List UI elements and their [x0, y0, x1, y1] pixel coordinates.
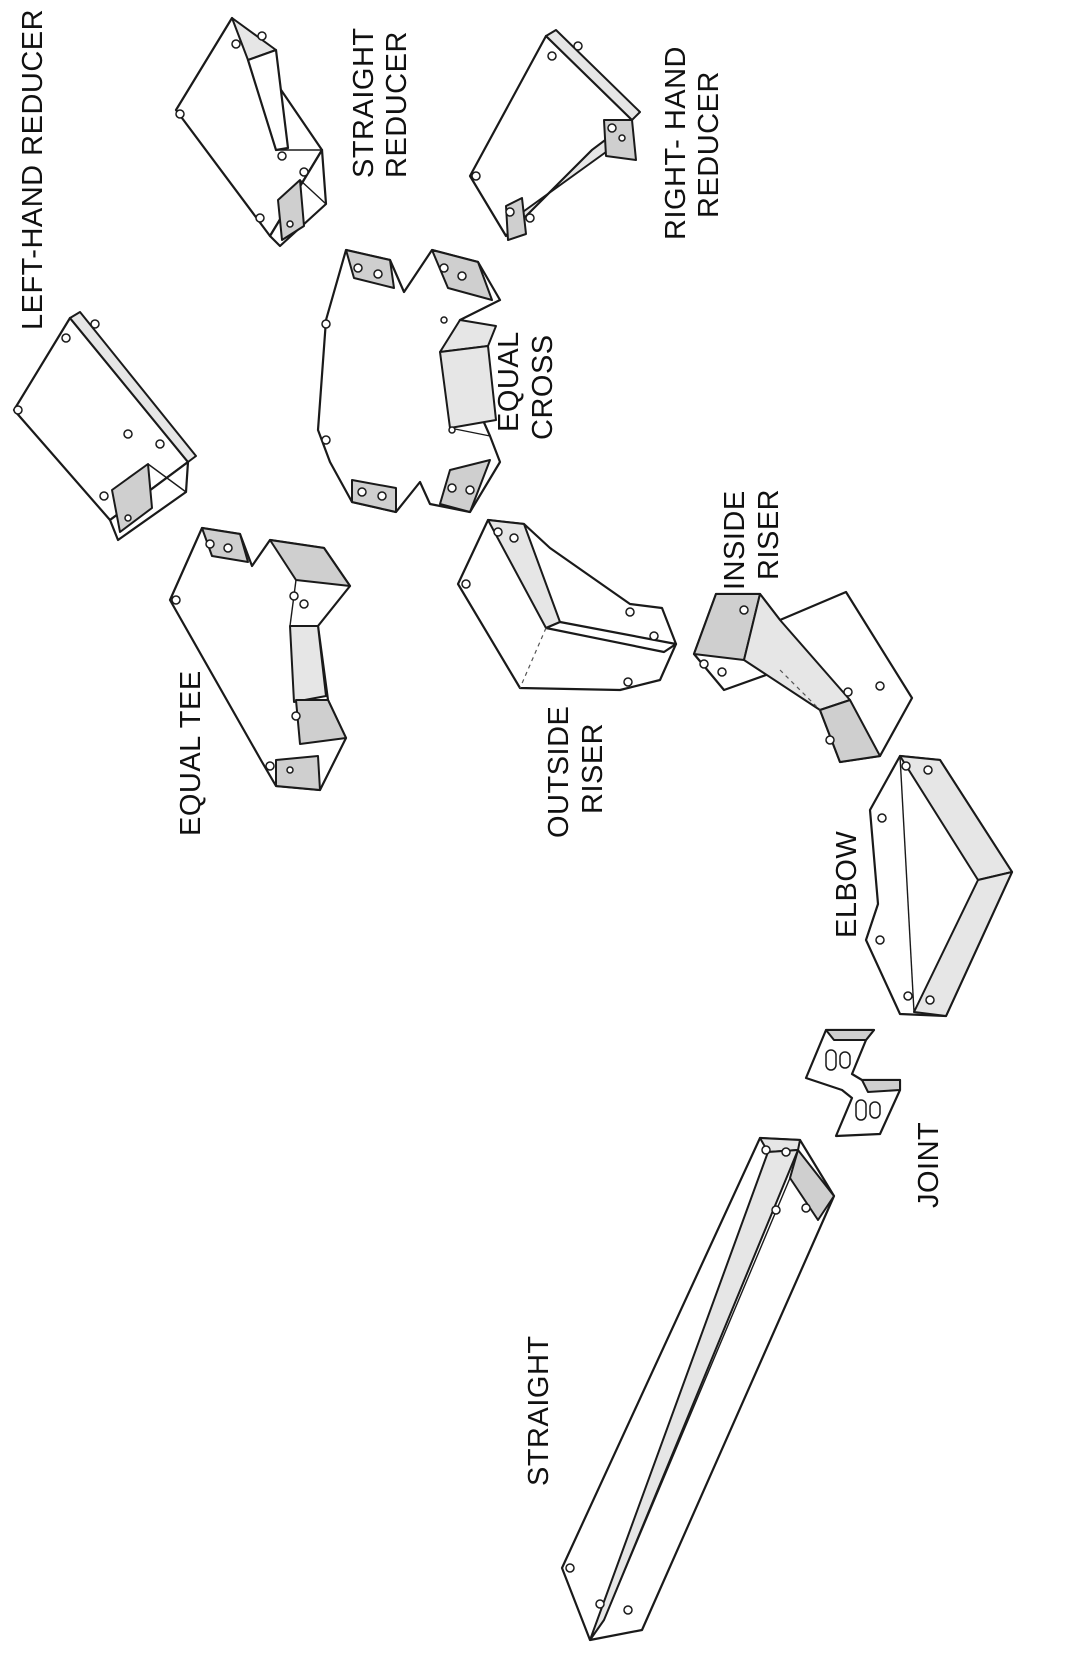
- straight-reducer-label: STRAIGHT REDUCER: [348, 27, 413, 178]
- left-hand-reducer-part: [12, 311, 197, 542]
- elbow-part: [864, 754, 1014, 1018]
- inside-riser-label: INSIDE RISER: [719, 489, 785, 590]
- equal-cross-text-line2: CROSS: [527, 334, 559, 440]
- joint-part: [804, 1028, 902, 1138]
- equal-cross-text-line1: EQUAL: [493, 331, 525, 432]
- straight-part: [560, 1136, 836, 1642]
- right-hand-reducer-part: [468, 29, 641, 241]
- straight-reducer-text-line1: STRAIGHT: [348, 27, 380, 178]
- left-hand-reducer-text: LEFT-HAND REDUCER: [17, 9, 49, 330]
- joint-label: JOINT: [913, 1122, 945, 1208]
- right-hand-reducer-text-line2: REDUCER: [693, 71, 725, 218]
- outside-riser-text-line1: OUTSIDE: [543, 706, 575, 838]
- left-hand-reducer-label: LEFT-HAND REDUCER: [17, 9, 49, 330]
- straight-text: STRAIGHT: [523, 1335, 555, 1486]
- outside-riser-label: OUTSIDE RISER: [543, 706, 609, 838]
- elbow-label: ELBOW: [831, 831, 863, 938]
- inside-riser-text-line2: RISER: [753, 489, 785, 580]
- right-hand-reducer-label: RIGHT- HAND REDUCER: [660, 46, 725, 240]
- equal-cross-part: [316, 248, 502, 514]
- right-hand-reducer-text-line1: RIGHT- HAND: [660, 46, 692, 240]
- outside-riser-text-line2: RISER: [577, 723, 609, 814]
- straight-reducer-text-line2: REDUCER: [381, 31, 413, 178]
- outside-riser-part: [456, 518, 678, 692]
- straight-reducer-part: [174, 16, 328, 248]
- inside-riser-part: [692, 590, 914, 764]
- inside-riser-text-line1: INSIDE: [719, 490, 751, 590]
- equal-tee-label: EQUAL TEE: [175, 670, 207, 836]
- elbow-text: ELBOW: [831, 831, 863, 938]
- equal-tee-text: EQUAL TEE: [175, 670, 207, 836]
- straight-label: STRAIGHT: [523, 1335, 555, 1486]
- joint-text: JOINT: [913, 1122, 945, 1208]
- equal-cross-label: EQUAL CROSS: [493, 331, 559, 440]
- equal-tee-part: [168, 526, 352, 792]
